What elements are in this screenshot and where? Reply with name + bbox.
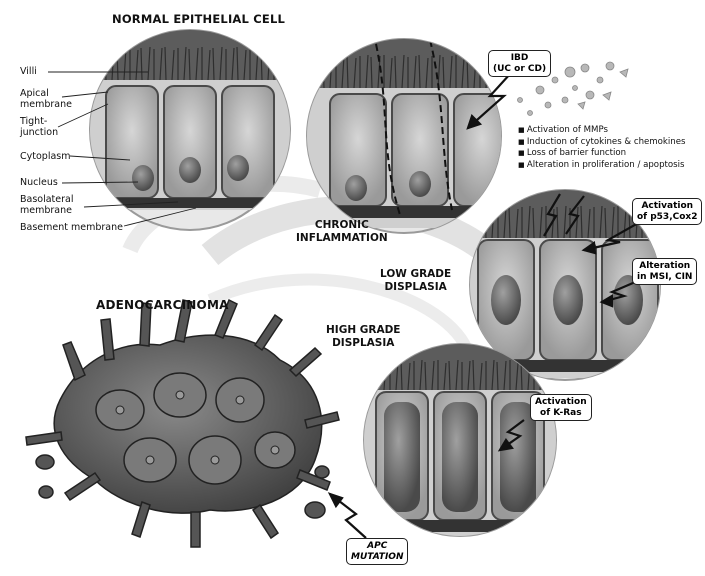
effect-item: Activation of MMPs <box>518 125 686 137</box>
diagram-title: NORMAL EPITHELIAL CELL <box>112 12 285 26</box>
inflammation-effects-list: Activation of MMPs Induction of cytokine… <box>518 125 686 171</box>
apc-mutation-callout: APC MUTATION <box>346 538 408 565</box>
p53-cox2-callout: Activation of p53,Cox2 <box>632 198 702 225</box>
adenocarcinoma-mass <box>26 300 339 547</box>
villi-label: Villi <box>20 66 37 77</box>
high-grade-displasia-label: HIGH GRADE DISPLASIA <box>326 324 400 350</box>
high-grade-circle <box>360 344 560 540</box>
effect-item: Induction of cytokines & chemokines <box>518 137 686 149</box>
kras-callout: Activation of K-Ras <box>530 394 592 421</box>
adenocarcinoma-label: ADENOCARCINOMA <box>96 298 229 312</box>
tight-junction-label: Tight- junction <box>20 116 58 138</box>
chronic-inflammation-label: CHRONIC INFLAMMATION <box>296 219 388 245</box>
cytoplasm-label: Cytoplasm <box>20 151 71 162</box>
ibd-callout: IBD (UC or CD) <box>488 50 551 77</box>
msi-cin-callout: Alteration in MSI, CIN <box>632 258 697 285</box>
low-grade-displasia-label: LOW GRADE DISPLASIA <box>380 268 451 294</box>
normal-cell-circle <box>90 30 290 230</box>
effect-item: Alteration in proliferation / apoptosis <box>518 160 686 172</box>
basement-membrane-label: Basement membrane <box>20 222 123 233</box>
effect-item: Loss of barrier function <box>518 148 686 160</box>
nucleus-label: Nucleus <box>20 177 58 188</box>
apical-membrane-label: Apical membrane <box>20 88 72 110</box>
basolateral-membrane-label: Basolateral membrane <box>20 194 74 216</box>
